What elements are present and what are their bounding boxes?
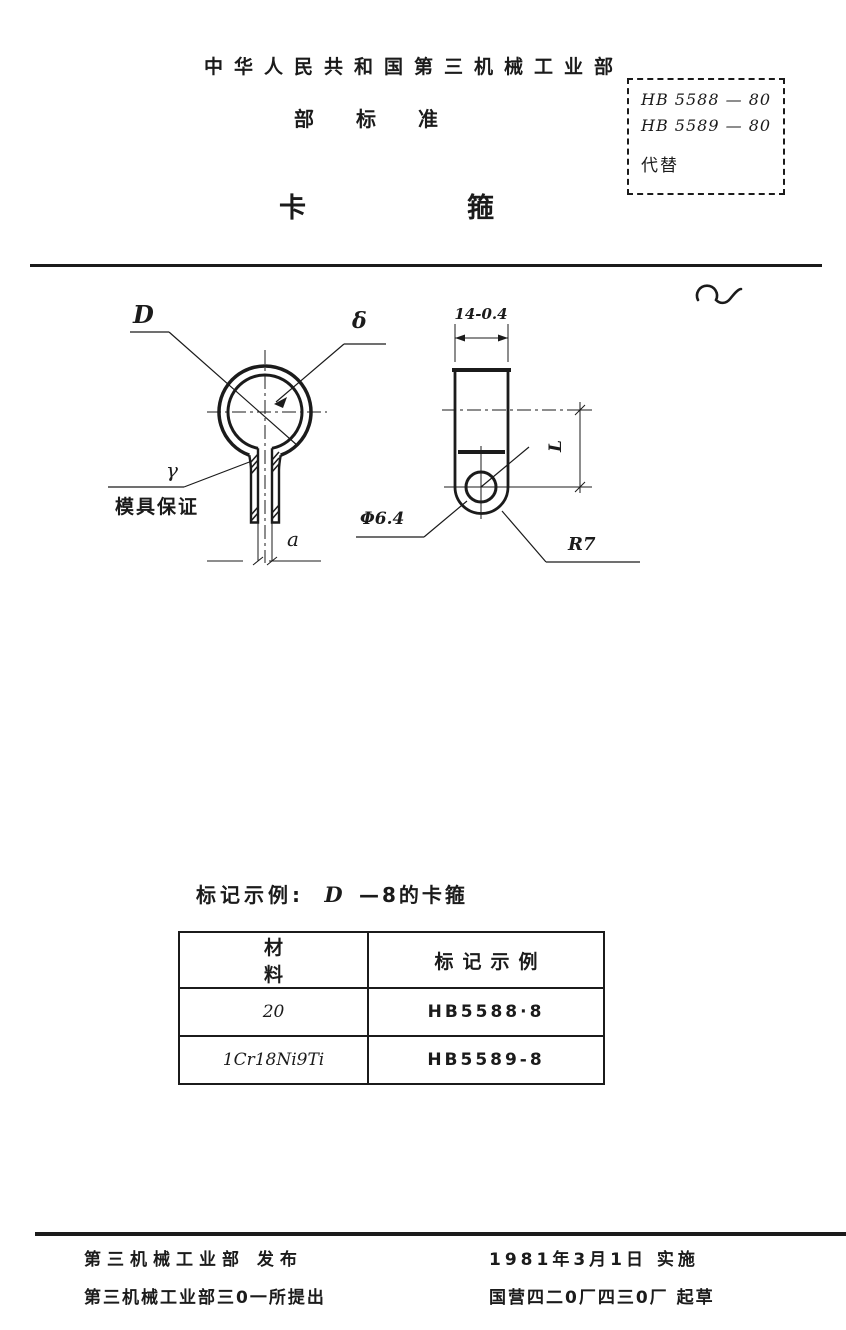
table-row: 1Cr18Ni9Ti HB5589-8: [177, 1035, 606, 1085]
centerlines-front: [207, 350, 327, 563]
marking-example-text: —8的卡箍: [358, 883, 468, 907]
marking-cell: HB5588·8: [367, 987, 606, 1037]
marking-column-header: 标记示例: [367, 931, 606, 989]
bend-radius-label: γ: [166, 458, 178, 482]
hole-crosshair: [444, 446, 520, 519]
replaces-label: 代替: [641, 156, 679, 176]
standard-number-box: HB 5588 — 80 HB 5589 — 80 代替: [627, 78, 785, 195]
gap-label: a: [287, 527, 299, 551]
marking-cell: HB5589-8: [367, 1035, 606, 1085]
gap-dimension-a: [207, 523, 321, 566]
marking-example: 标记示例: D —8的卡箍: [196, 879, 468, 908]
hole-diagonal-leader: [480, 446, 530, 488]
width-dim-label: 14-0.4: [454, 305, 508, 323]
drafted-by-line: 国营四二0厂四三0厂 起草: [489, 1288, 715, 1308]
leader-lines-front: [108, 331, 386, 488]
corner-radius-label: R7: [568, 534, 596, 555]
document-title-char-left: 卡: [279, 193, 306, 224]
section-hatching: [250, 451, 280, 522]
material-cell: 20: [177, 987, 370, 1037]
side-outline: [453, 370, 510, 515]
material-column-header: 材料: [177, 931, 370, 989]
ministry-name: 中华人民共和国第三机械工业部: [203, 56, 624, 78]
footer-divider-rule: [35, 1232, 846, 1236]
break-squiggle-symbol: [695, 284, 743, 305]
marking-example-variable: D: [324, 882, 343, 907]
table-row: 20 HB5588·8: [177, 987, 606, 1037]
thickness-label: δ: [352, 308, 367, 334]
clamp-outer-ring: [217, 364, 313, 457]
clamp-right-leg: [270, 448, 282, 524]
clamp-left-leg: [248, 448, 260, 524]
diameter-label: D: [133, 300, 154, 329]
document-title-char-right: 箍: [467, 193, 494, 224]
materials-table: 材料 标记示例 20 HB5588·8 1Cr18Ni9Ti HB5589-8: [177, 931, 606, 1085]
marking-example-label: 标记示例:: [196, 883, 304, 907]
length-dim-label: L: [545, 440, 566, 452]
standard-code-2: HB 5589 — 80: [641, 116, 772, 135]
dim-arrow-left: [455, 334, 465, 342]
mold-guarantee-note: 模具保证: [115, 496, 200, 518]
header-divider-rule: [30, 264, 822, 267]
hole-diameter-label: Φ6.4: [360, 509, 405, 529]
implementation-date-line: 1981年3月1日 实施: [489, 1250, 699, 1270]
front-view-clamp: [108, 331, 386, 566]
issued-by-line: 第三机械工业部 发布: [84, 1250, 303, 1270]
proposed-by-line: 第三机械工业部三0一所提出: [84, 1288, 326, 1308]
standard-code-1: HB 5588 — 80: [641, 90, 772, 109]
delta-arrowhead: [274, 397, 287, 408]
width-dimension: [454, 324, 509, 362]
material-cell: 1Cr18Ni9Ti: [177, 1035, 370, 1085]
mounting-hole: [464, 470, 498, 504]
clamp-inner-ring: [226, 373, 304, 450]
table-header-row: 材料 标记示例: [177, 931, 606, 989]
standard-type-label: 部标准: [294, 107, 480, 131]
dim-arrow-right: [498, 334, 508, 342]
